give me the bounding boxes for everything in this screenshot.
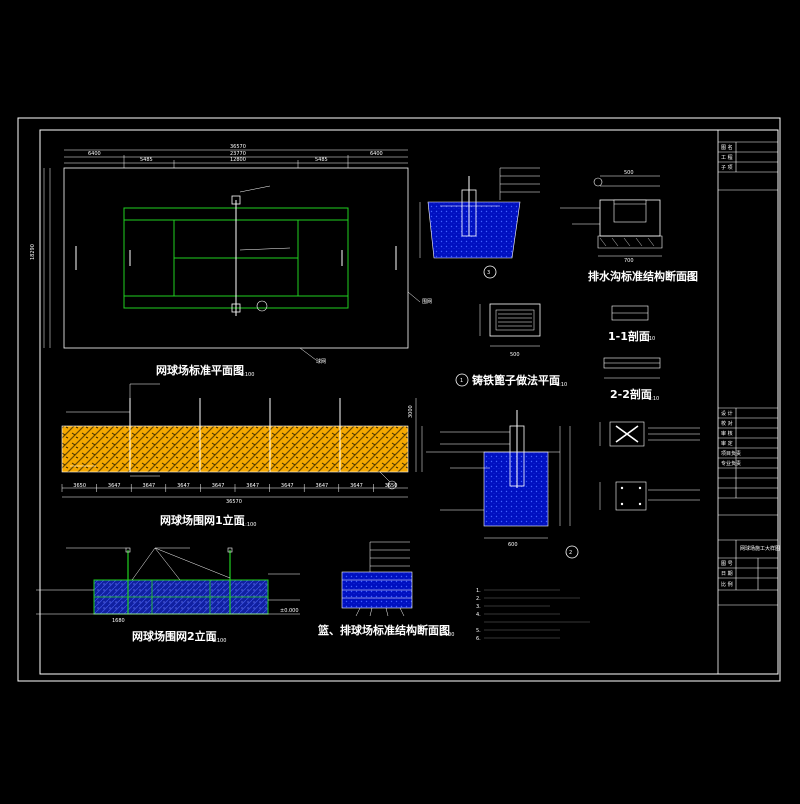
dim-drain-w: 700	[624, 258, 634, 264]
section-1-1: 1-1剖面 1:10	[608, 305, 655, 343]
scale-court-plan: 1:100	[240, 372, 254, 378]
title-grate: 铸铁篦子做法平面	[472, 373, 560, 387]
dim-plan-side: 18290	[30, 244, 36, 260]
detail-2-fence-base: 600 2	[426, 410, 579, 559]
title-drain: 排水沟标准结构断面图	[588, 269, 698, 283]
scale-drain: 1:10	[686, 276, 697, 282]
fence1-seg-label: 3647	[246, 483, 259, 489]
fence1-seg-label: 3647	[108, 483, 121, 489]
title-fence1: 网球场围网1立面	[160, 513, 245, 527]
note-3: 3.	[476, 604, 481, 610]
detail-3-marker	[256, 300, 268, 312]
detail-2-number: 2	[569, 550, 572, 556]
tb-row-2: 子 项	[721, 164, 733, 171]
fence1-elevation: 3000 3650 3647 3647 3647 3647 3647 3647 3647 364…	[61, 383, 423, 528]
tb-row-6: 审 定	[721, 440, 733, 447]
detail-3-number: 3	[487, 270, 490, 276]
tb-row-1: 工 程	[721, 154, 733, 161]
tb-row-5: 审 核	[721, 430, 733, 437]
drain-section: 500 700 排水沟标准结构断面图 1:10	[560, 170, 698, 283]
note-6: 6.	[476, 636, 481, 642]
dim-fence2-w: 1680	[112, 618, 125, 624]
detail-3-post-base: 3	[419, 167, 540, 279]
title-block: 图 名 工 程 子 项 设 计 校 对 审 核 审 定 项目负责 专业负责 图 …	[717, 129, 780, 675]
grate-number: 1	[460, 378, 463, 384]
fence1-seg-label: 3650	[73, 483, 86, 489]
tb-sheet-name: 网球场施工大样图	[740, 545, 780, 552]
court-plan: 36570 6400 23770 6400 5485 12800 5485 18…	[30, 144, 432, 378]
detail-3-bubble	[483, 265, 497, 279]
fence1-seg-label: 3647	[281, 483, 294, 489]
fence1-segment-dims: 3650 3647 3647 3647 3647 3647 3647 3647 3647 3650	[61, 483, 398, 492]
fence1-seg-label: 3650	[385, 483, 398, 489]
scale-sec2: 1:10	[648, 396, 659, 402]
dim-drain-top: 500	[624, 170, 634, 176]
tb-row-10: 日 期	[721, 571, 733, 577]
dim-plan-sub-left: 5485	[140, 157, 153, 163]
dim-plan-left: 6400	[88, 151, 101, 157]
label-level: ±0.000	[280, 608, 299, 614]
dim-plan-right: 6400	[370, 151, 383, 157]
tb-row-4: 校 对	[721, 420, 733, 427]
tb-row-7: 项目负责	[721, 450, 741, 457]
title-court-plan: 网球场标准平面图	[156, 363, 244, 377]
note-1: 1.	[476, 588, 481, 594]
dim-plan-total: 36570	[230, 144, 246, 150]
note-2: 2.	[476, 596, 481, 602]
title-fence2: 网球场围网2立面	[132, 629, 217, 643]
detail2-footing	[483, 451, 549, 527]
label-fence: 围网	[422, 299, 432, 305]
court-boundary	[63, 167, 409, 349]
detail3-footing	[427, 201, 521, 259]
fence1-seg-label: 3647	[316, 483, 329, 489]
dim-plan-sub-mid: 12800	[230, 157, 246, 163]
dim-fence1-h: 3000	[408, 405, 414, 418]
dim-fence1-total: 36570	[226, 499, 242, 505]
fence1-panel	[61, 425, 409, 473]
tb-row-3: 设 计	[721, 410, 733, 417]
grate-outline	[489, 303, 541, 337]
anchor-plate-details	[599, 421, 700, 511]
general-notes: 1. 2. 3. 4. 5. 6.	[476, 588, 590, 642]
dim-post-w: 600	[508, 542, 518, 548]
dim-plan-sub-right: 5485	[315, 157, 328, 163]
scale-sec1: 1:10	[644, 336, 655, 342]
note-5: 5.	[476, 628, 481, 634]
scale-fence1: 1:100	[242, 522, 256, 528]
scale-grate: 1:10	[556, 382, 567, 388]
title-sec2: 2-2剖面	[610, 387, 652, 401]
grate-plan: 500 1 铸铁篦子做法平面 1:10	[455, 303, 567, 388]
title-section: 篮、排球场标准结构断面图	[317, 623, 450, 637]
tb-row-0: 图 名	[721, 144, 733, 151]
tb-row-11: 比 例	[721, 581, 733, 588]
scale-fence2: 1:100	[212, 638, 226, 644]
outer-border	[17, 117, 781, 682]
fence1-seg-label: 3647	[143, 483, 156, 489]
tb-row-8: 专业负责	[721, 460, 741, 467]
title-sec1: 1-1剖面	[608, 329, 650, 343]
fence1-seg-label: 3647	[212, 483, 225, 489]
note-4: 4.	[476, 612, 481, 618]
scale-section: 1:100	[440, 632, 454, 638]
fence1-seg-label: 3647	[350, 483, 363, 489]
dim-plan-mid: 23770	[230, 151, 246, 157]
section-2-2: 2-2剖面 1:10	[603, 357, 661, 402]
tb-row-9: 图 号	[721, 561, 733, 567]
basketball-section: 篮、排球场标准结构断面图 1:100	[317, 541, 454, 638]
dim-grate-w: 500	[510, 352, 520, 358]
fence2-elevation: ±0.000 1680 网球场围网2立面 1:100	[36, 547, 300, 644]
label-net: 球网	[316, 358, 326, 365]
fence1-seg-label: 3647	[177, 483, 190, 489]
